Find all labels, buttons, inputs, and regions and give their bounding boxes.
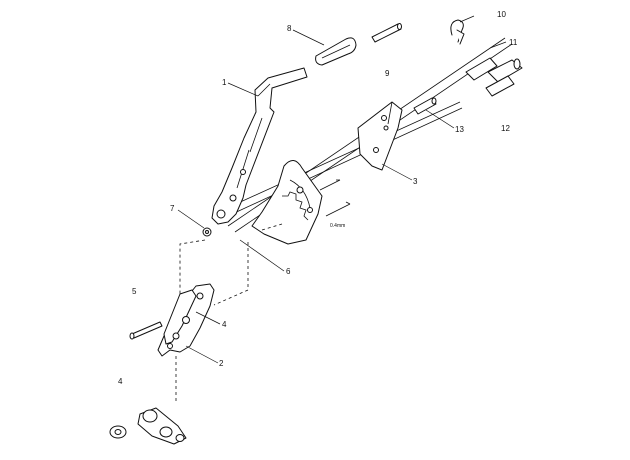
sleeve — [413, 97, 437, 115]
callout-1: 1 — [222, 78, 227, 87]
callout-3: 3 — [413, 177, 418, 186]
fastener-assembly — [109, 407, 187, 445]
hand-lever — [211, 67, 308, 225]
arrow-right — [319, 179, 341, 191]
callout-8: 8 — [287, 24, 292, 33]
callout-2: 2 — [219, 359, 224, 368]
leader-lines — [177, 15, 507, 364]
callout-12: 12 — [501, 124, 510, 133]
callout-5: 5 — [132, 287, 137, 296]
callout-11: 11 — [509, 38, 518, 47]
bushing — [202, 227, 212, 237]
callout-6: 6 — [286, 267, 291, 276]
callout-10: 10 — [497, 10, 506, 19]
dimension-annotation: 0.4mm — [330, 223, 345, 229]
pin — [371, 23, 402, 43]
ratchet-sector — [251, 160, 323, 245]
bolt — [129, 321, 163, 340]
mounting-bracket — [357, 101, 403, 171]
arrow-down — [325, 201, 351, 217]
clip — [450, 19, 465, 45]
callout-9: 9 — [385, 69, 390, 78]
pivot-bracket — [157, 283, 215, 357]
callout-labels: 1 8 9 10 11 12 13 3 7 6 5 4 2 4 0.4mm — [118, 10, 518, 386]
callout-7: 7 — [170, 204, 175, 213]
callout-4a: 4 — [222, 320, 227, 329]
grip — [315, 37, 357, 66]
assembly-guides — [175, 223, 283, 404]
callout-4b: 4 — [118, 377, 123, 386]
clevis-end — [465, 57, 523, 97]
callout-13: 13 — [455, 125, 464, 134]
